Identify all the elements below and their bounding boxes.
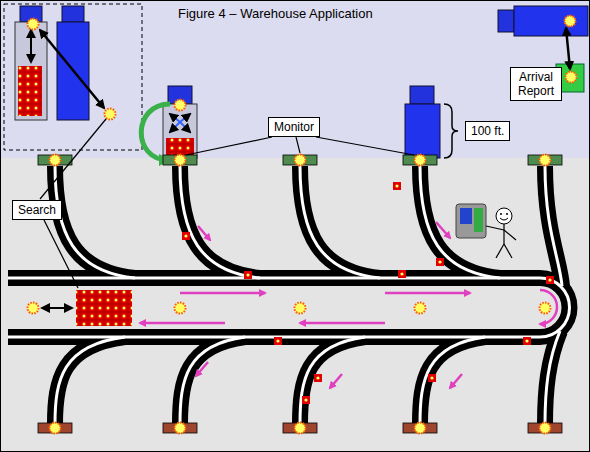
box-text: Arrival Report: [516, 70, 556, 98]
box-text: Monitor: [274, 120, 314, 134]
figure-title: Figure 4 – Warehouse Application: [178, 6, 373, 21]
box-text: 100 ft.: [471, 124, 504, 138]
monitor-box: Monitor: [268, 117, 320, 137]
box-text: Search: [18, 203, 56, 217]
search-box: Search: [12, 200, 62, 220]
arrival-report-box: Arrival Report: [510, 67, 562, 101]
dimension-box: 100 ft.: [465, 121, 510, 141]
